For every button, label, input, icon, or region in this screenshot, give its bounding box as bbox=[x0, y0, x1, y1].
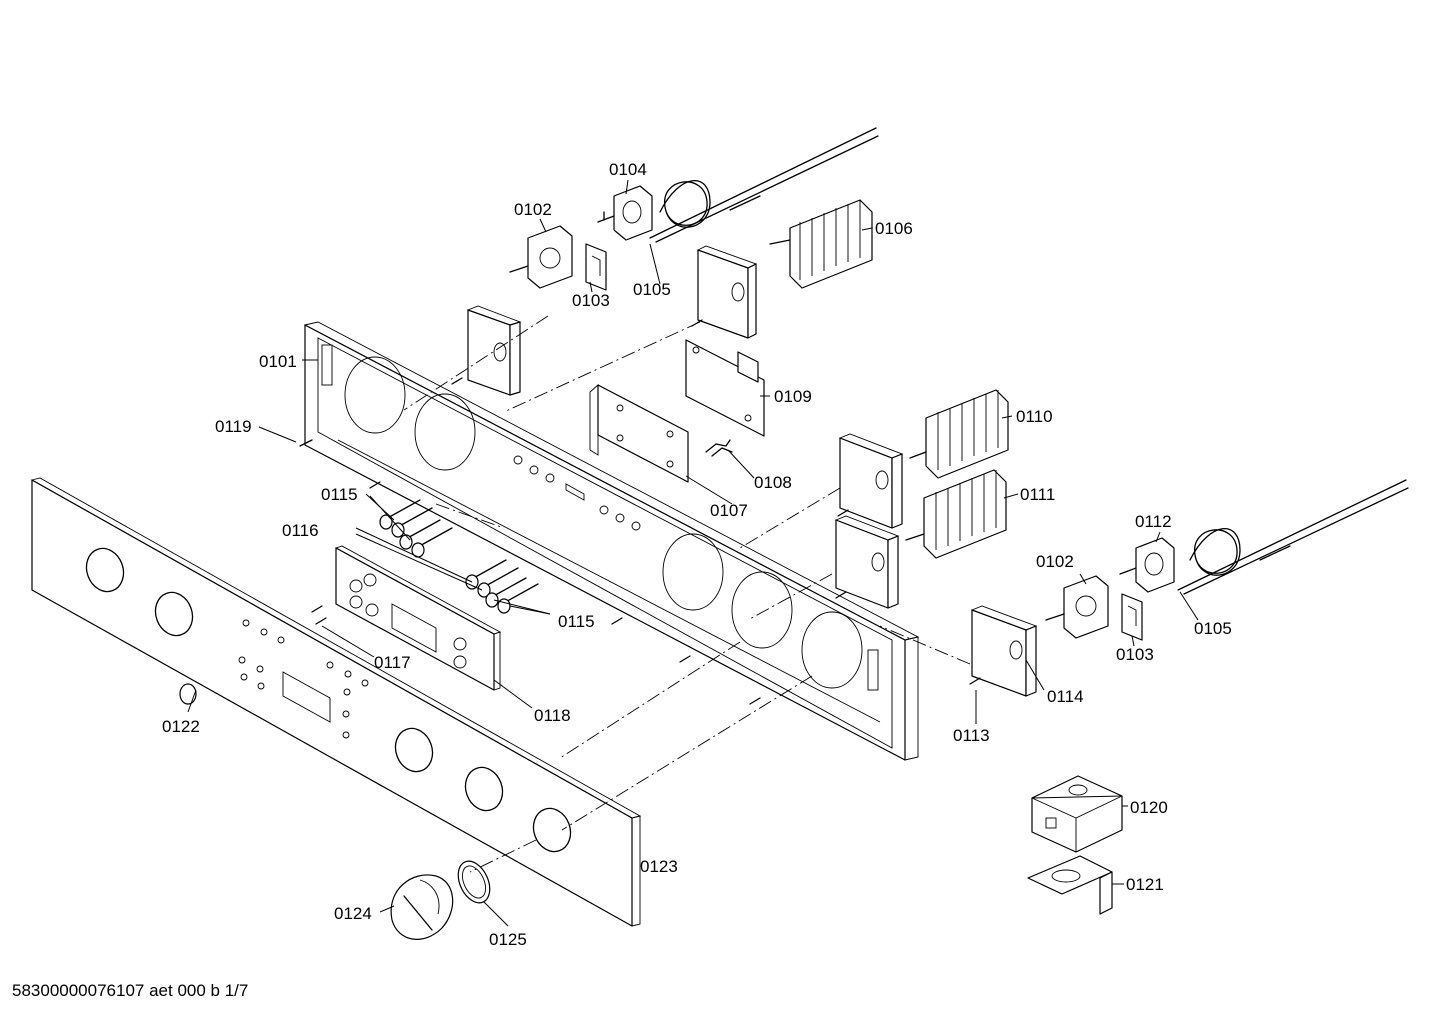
thermostat-0104[interactable] bbox=[597, 185, 653, 241]
label-0105-right: 0105 bbox=[1194, 619, 1232, 638]
label-0115-left: 0115 bbox=[321, 485, 358, 504]
label-0113: 0113 bbox=[953, 726, 990, 745]
rotary-switch-0111[interactable] bbox=[905, 469, 1007, 559]
light-pipes-0115-right[interactable] bbox=[465, 559, 539, 614]
transformer-0120[interactable] bbox=[1031, 775, 1123, 853]
button-0122[interactable] bbox=[179, 683, 197, 705]
circuit-board-0109[interactable] bbox=[685, 339, 765, 437]
label-0114: 0114 bbox=[1047, 687, 1084, 706]
knob-0124[interactable] bbox=[390, 874, 454, 940]
switch-housing-0106[interactable] bbox=[696, 245, 758, 339]
rotary-switch-0110[interactable] bbox=[909, 389, 1009, 479]
document-footer-code: 58300000076107 aet 000 b 1/7 bbox=[12, 981, 249, 1000]
capillary-0105-right[interactable] bbox=[1177, 479, 1409, 595]
label-0108: 0108 bbox=[754, 473, 792, 492]
label-0112: 0112 bbox=[1135, 512, 1172, 531]
label-0119: 0119 bbox=[215, 417, 252, 436]
label-0125: 0125 bbox=[489, 930, 527, 949]
selector-switch-0102-right[interactable] bbox=[1045, 575, 1109, 639]
label-0121: 0121 bbox=[1126, 875, 1164, 894]
label-0106: 0106 bbox=[875, 219, 913, 238]
bracket-0107[interactable] bbox=[589, 384, 689, 483]
display-module-0118[interactable] bbox=[334, 545, 502, 691]
switch-housing-0111[interactable] bbox=[834, 515, 900, 609]
label-0105-top: 0105 bbox=[633, 280, 671, 299]
label-0109: 0109 bbox=[774, 387, 812, 406]
front-panel-0123[interactable] bbox=[30, 477, 642, 927]
switch-housing-0114[interactable] bbox=[970, 605, 1038, 697]
part-labels: 0102 0103 0104 0105 0106 0101 0119 0109 … bbox=[162, 160, 1232, 949]
mounting-bracket-0121[interactable] bbox=[1027, 855, 1113, 915]
label-0104: 0104 bbox=[609, 160, 647, 179]
rotary-switch-0106[interactable] bbox=[769, 199, 873, 289]
label-0102-right: 0102 bbox=[1036, 552, 1074, 571]
label-0101: 0101 bbox=[259, 352, 297, 371]
panel-frame-0101[interactable] bbox=[303, 321, 920, 761]
selector-switch-0102-top[interactable] bbox=[509, 225, 573, 289]
ring-0125[interactable] bbox=[452, 856, 496, 908]
label-0110: 0110 bbox=[1016, 407, 1053, 426]
clip-0103-right[interactable] bbox=[1121, 593, 1143, 641]
label-0122: 0122 bbox=[162, 717, 200, 736]
label-0117: 0117 bbox=[374, 653, 411, 672]
label-0124: 0124 bbox=[334, 904, 372, 923]
label-0115-right: 0115 bbox=[558, 612, 595, 631]
leader-lines bbox=[187, 179, 1199, 927]
label-0103-top: 0103 bbox=[572, 291, 610, 310]
label-0111: 0111 bbox=[1020, 485, 1055, 504]
label-0102-top: 0102 bbox=[514, 200, 552, 219]
label-0120: 0120 bbox=[1130, 798, 1168, 817]
connector-0108[interactable] bbox=[705, 439, 733, 457]
capillary-0105-top[interactable] bbox=[649, 127, 879, 243]
label-0123: 0123 bbox=[640, 857, 678, 876]
thermostat-0112[interactable] bbox=[1119, 537, 1175, 593]
switch-housing-left[interactable] bbox=[466, 305, 522, 396]
label-0107: 0107 bbox=[710, 501, 748, 520]
switch-housing-0110[interactable] bbox=[838, 433, 904, 529]
clip-0103-top[interactable] bbox=[585, 243, 607, 291]
label-0118: 0118 bbox=[534, 706, 571, 725]
label-0103-right: 0103 bbox=[1116, 645, 1154, 664]
alignment-lines bbox=[403, 315, 971, 873]
label-0116: 0116 bbox=[282, 521, 319, 540]
